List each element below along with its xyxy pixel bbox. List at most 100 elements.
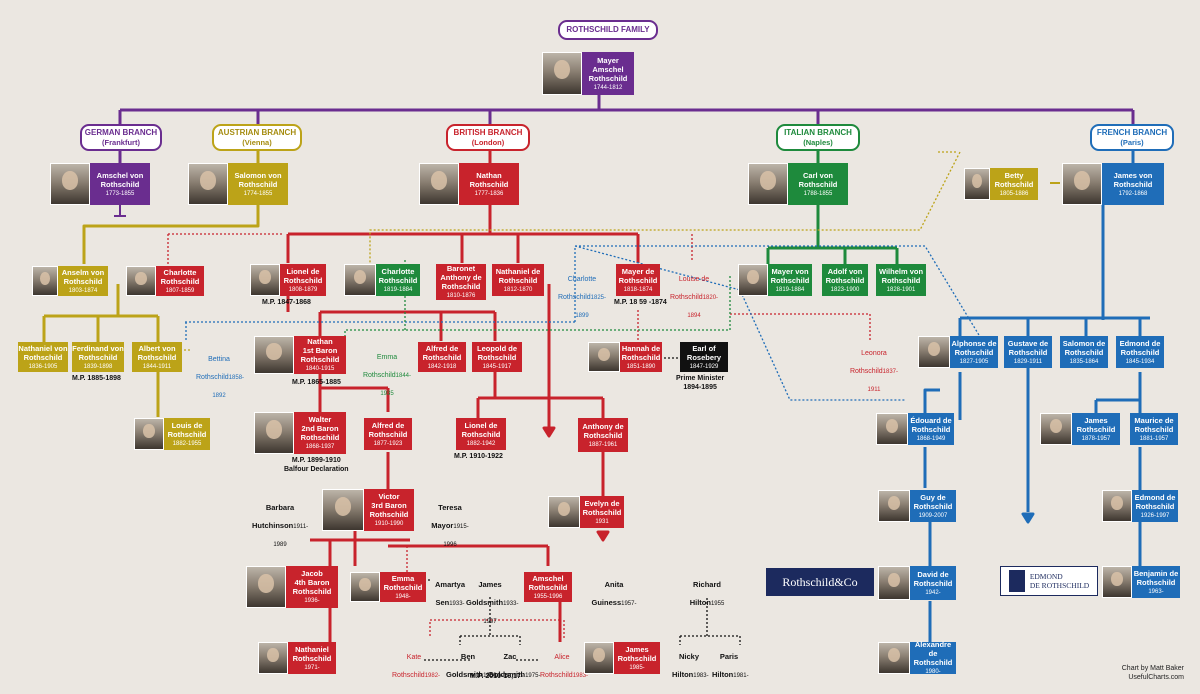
note-mp-lionel2: M.P. 1910-1922 [454,453,503,460]
portrait-walter [254,412,294,454]
portrait-lionel [250,264,280,296]
person-louise: Louise de Rothschild1820-1894 [670,276,719,319]
branch-british: BRITISH BRANCH(London) [446,124,530,151]
person-richard-hilton: Richard Hilton1955 [689,580,725,607]
portrait-jacob [246,566,286,608]
family-title-box: ROTHSCHILD FAMILY [558,20,658,40]
family-title: ROTHSCHILD FAMILY [566,25,650,34]
logo-edmond-text: EDMOND DE ROTHSCHILD [1029,572,1090,590]
credit-author: Chart by Matt Baker [1121,665,1184,672]
person-charlotte-c: Charlotte Rothschild1825-1899 [557,276,607,319]
person-leonora: Leonora Rothschild1837-1911 [849,350,899,393]
portrait-anselm [32,266,58,296]
branch-italian: ITALIAN BRANCH(Naples) [776,124,860,151]
portrait-salomon [188,163,228,205]
logo-rothschild-co: Rothschild&Co [766,568,874,596]
portrait-mayer-von [738,264,768,296]
portrait-amschel [50,163,90,205]
portrait-david [878,566,910,600]
note-mp-ferdinand: M.P. 1885-1898 [72,375,121,382]
note-mp-zac: M.P. 2010-16,17- [470,673,524,680]
portrait-nathan-1st [254,336,294,374]
portrait-charlotte-a [126,266,156,296]
portrait-edmond-1926 [1102,490,1132,522]
portrait-edouard [876,413,908,445]
portrait-hannah [588,342,620,372]
portrait-evelyn [548,496,580,528]
portrait-alphonse [918,336,950,368]
logo-edmond-de-rothschild: EDMOND DE ROTHSCHILD [1000,566,1098,596]
portrait-benjamin [1102,566,1132,598]
portrait-james-1878 [1040,413,1072,445]
portrait-betty [964,168,990,200]
portrait-emma-1948 [350,572,380,602]
note-mp-nathan: M.P. 1865-1885 [292,379,341,386]
portrait-nathan [419,163,459,205]
portrait-guy [878,490,910,522]
person-paris-hilton: Paris Hilton1981- [712,652,749,679]
note-mp-lionel: M.P. 1847-1868 [262,299,311,306]
person-james-goldsmith: James Goldsmith1933-1997 [466,580,519,625]
branch-german: GERMAN BRANCH(Frankfurt) [80,124,162,151]
crest-icon [1008,570,1025,592]
spouse-anita-guiness: Anita Guiness1957- [591,580,637,607]
portrait-mayer-amschel [542,52,582,95]
chart-credit: Chart by Matt Baker UsefulCharts.com [1122,664,1184,682]
person-kate: Kate Rothschild1982- [392,654,441,679]
person-zac-goldsmith: Zac Goldsmith1975- [488,652,541,679]
spouse-amartya-sen: Amartya Sen1933- [434,580,465,607]
person-ben-goldsmith: Ben Goldsmith1980- [446,652,499,679]
portrait-victor [322,489,364,531]
portrait-carl [748,163,788,205]
portrait-louis [134,418,164,450]
portrait-james-von [1062,163,1102,205]
note-pm-rosebery: Prime Minister 1894-1895 [676,375,725,391]
logo-rothschild-co-text: Rothschild&Co [782,574,858,589]
person-alice: Alice Rothschild1983- [540,654,589,679]
spouse-barbara: Barbara Hutchinson1911-1989 [252,503,309,548]
note-mp-walter: M.P. 1899-1910 Balfour Declaration [284,457,349,473]
person-nicky-hilton: Nicky Hilton1983- [672,652,709,679]
